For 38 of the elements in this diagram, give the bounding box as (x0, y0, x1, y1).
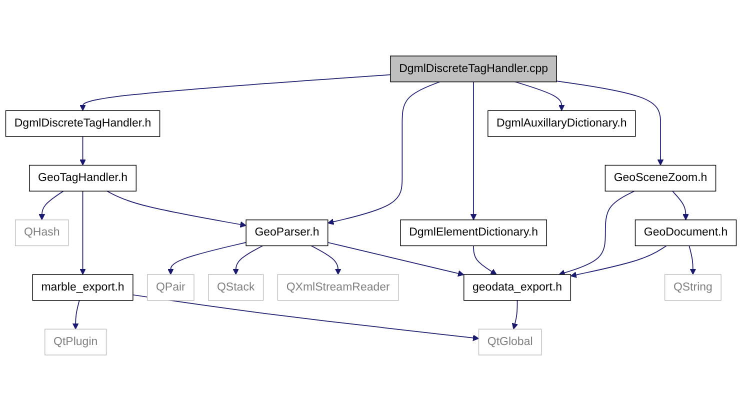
arrow (132, 294, 480, 342)
arrow (688, 245, 696, 275)
arrow (80, 74, 391, 111)
arrow (512, 300, 518, 330)
arrow (310, 245, 342, 275)
arrow (72, 300, 80, 330)
node-box: geodata_export.h (464, 274, 572, 301)
arrow (232, 245, 264, 275)
arrow (558, 190, 635, 276)
node-box: GeoSceneZoom.h (604, 164, 716, 192)
arrow (168, 242, 246, 275)
arrow (80, 136, 86, 166)
arrow (470, 81, 477, 220)
arrow (514, 81, 565, 111)
node-box: QStack (208, 274, 264, 301)
node-box: QXmlStreamReader (277, 274, 399, 301)
arrow (570, 245, 667, 278)
node-box: GeoParser.h (246, 220, 328, 246)
node-box: DgmlDiscreteTagHandler.h (5, 110, 160, 137)
node-box: marble_export.h (32, 274, 134, 301)
node-box: GeoDocument.h (634, 220, 737, 246)
node-box: QPair (146, 274, 194, 301)
node-box: QHash (15, 220, 69, 246)
arrow (556, 80, 664, 166)
node-box: QString (664, 274, 722, 301)
arrow (38, 190, 64, 220)
arrow (106, 190, 246, 228)
node-box: DgmlElementDictionary.h (400, 220, 547, 246)
node-box: DgmlDiscreteTagHandler.cpp (390, 56, 557, 82)
arrow (80, 190, 86, 275)
node-box: GeoTagHandler.h (29, 164, 137, 192)
arrow (672, 190, 689, 220)
node-box: QtGlobal (478, 328, 542, 356)
arrow (473, 245, 497, 275)
arrow (327, 242, 464, 277)
node-box: QtPlugin (44, 328, 107, 356)
node-box: DgmlAuxillaryDictionary.h (488, 110, 636, 137)
arrow (328, 81, 440, 225)
